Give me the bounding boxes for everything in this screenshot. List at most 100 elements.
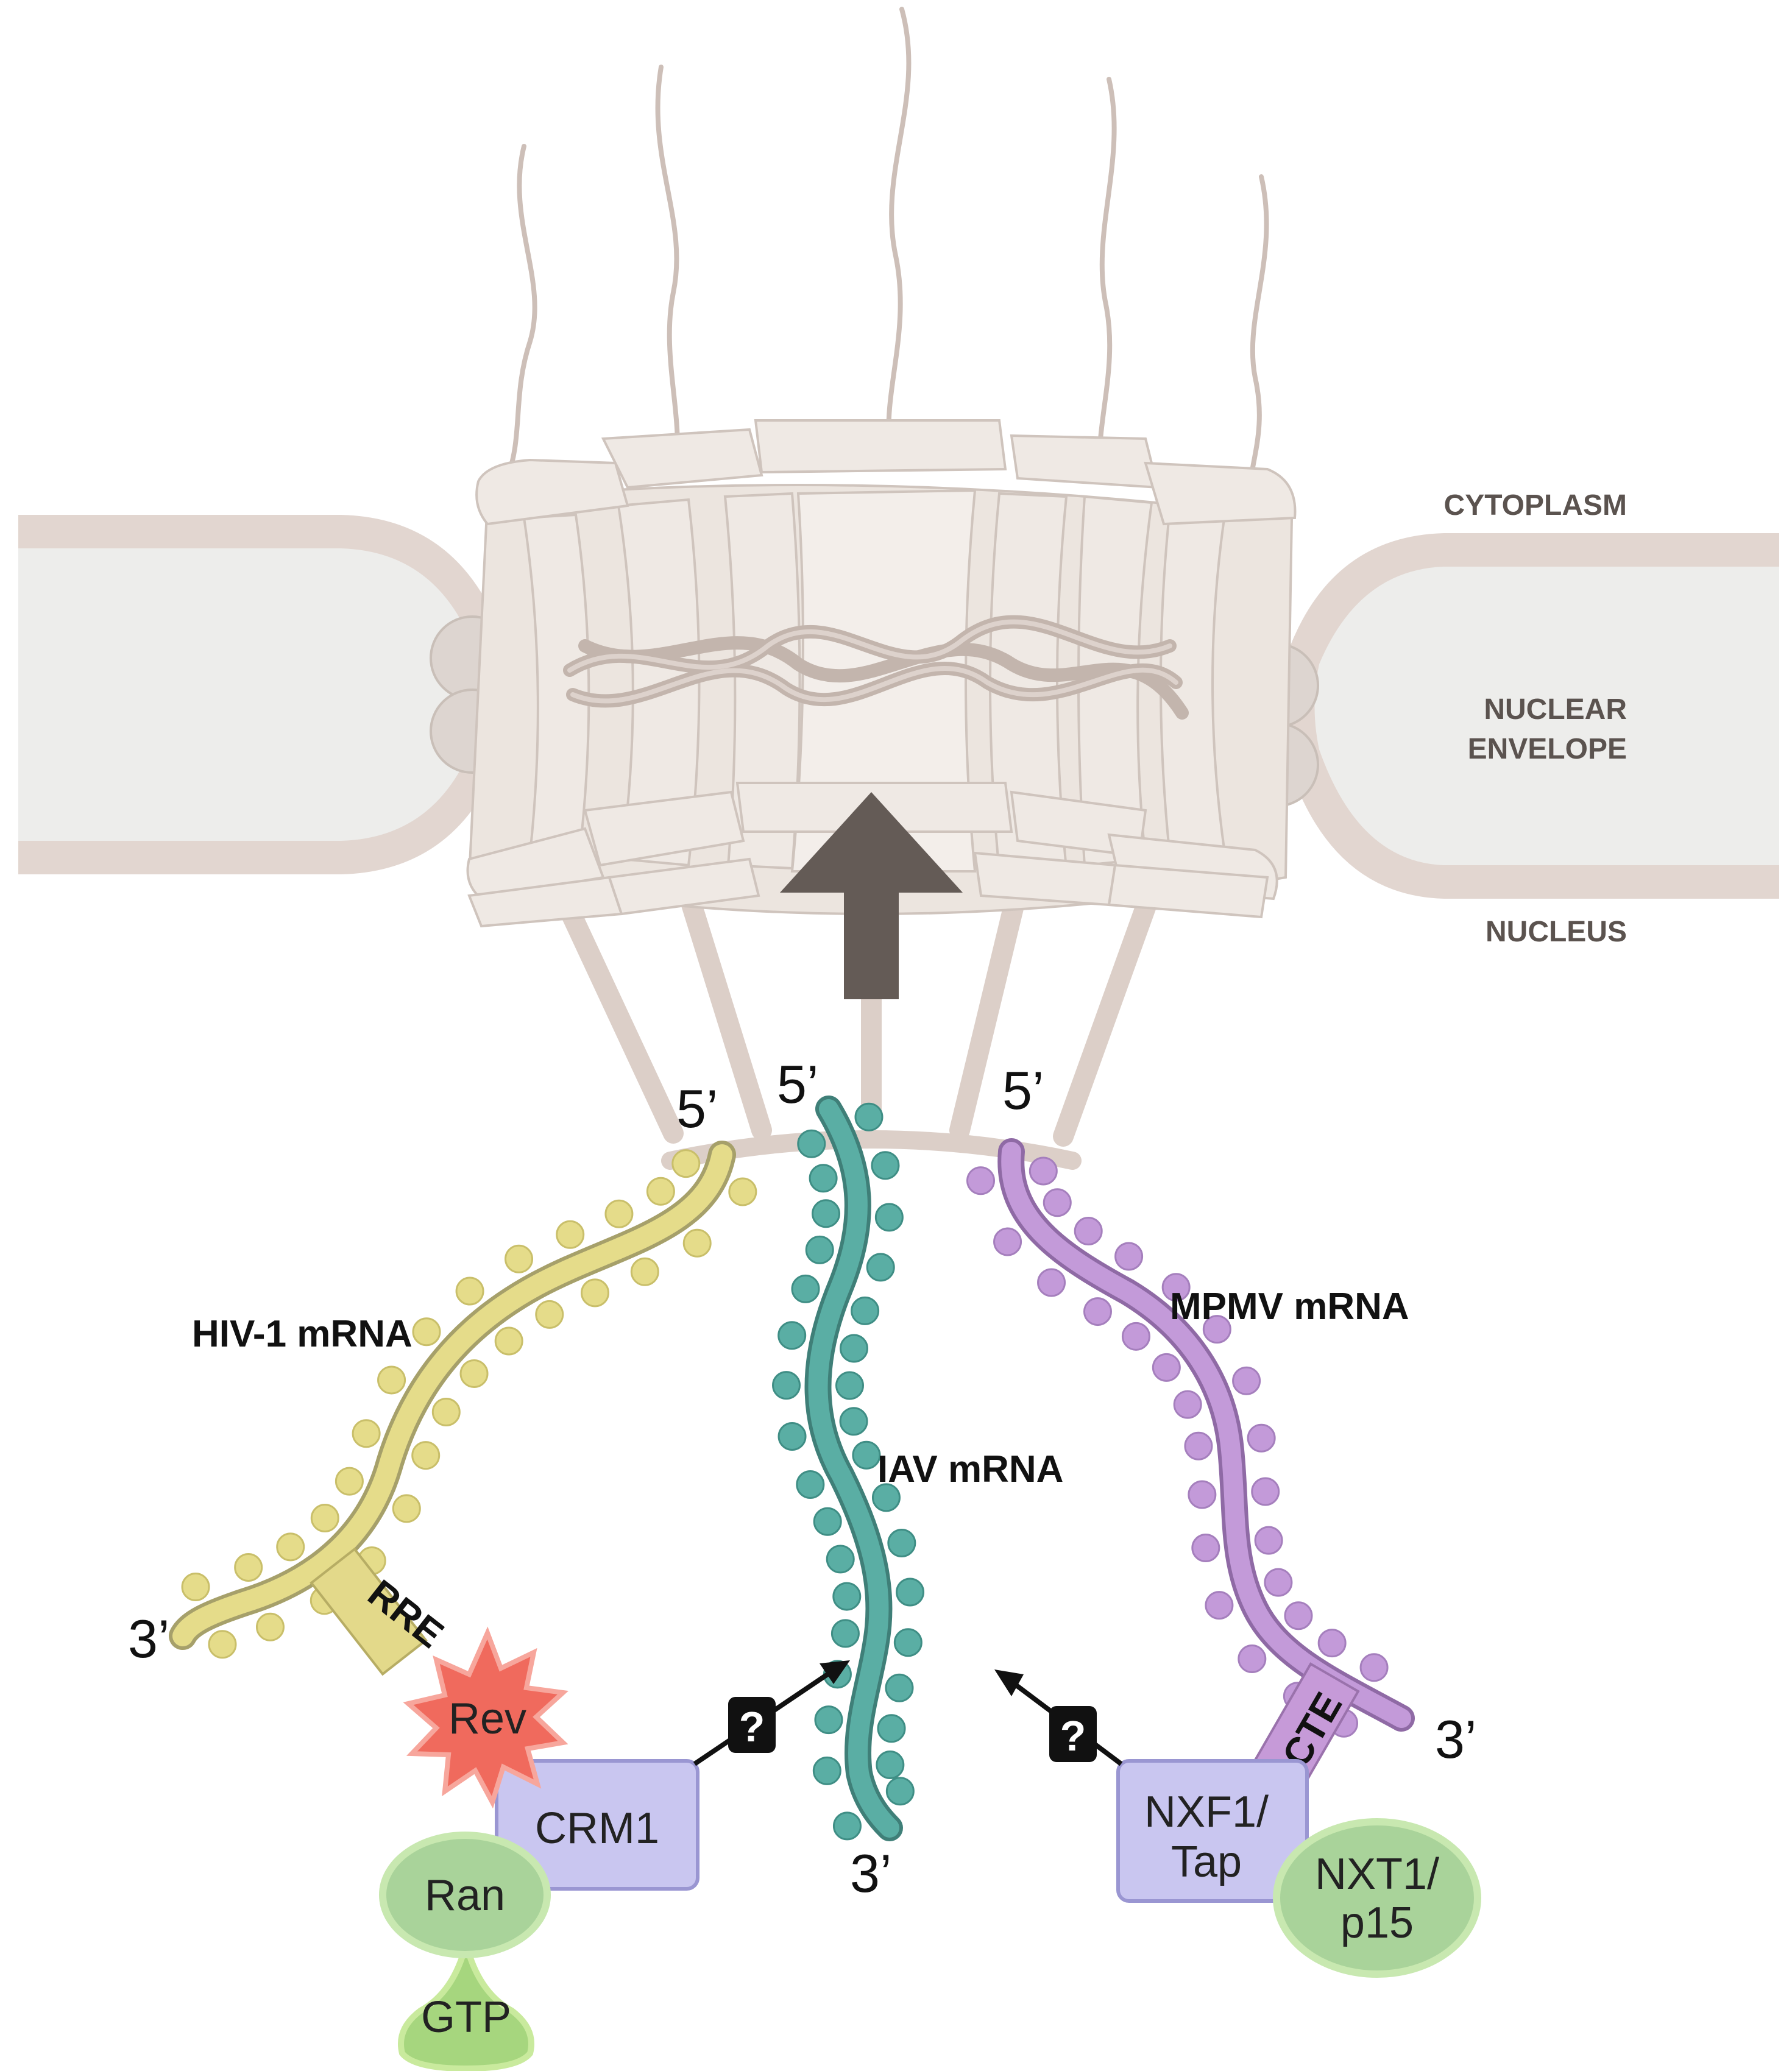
protein-bead [604, 1199, 634, 1228]
protein-bead [411, 1441, 441, 1470]
right-arrowhead [994, 1669, 1024, 1696]
crm1-box [495, 1759, 699, 1891]
protein-bead [777, 1321, 807, 1350]
protein-bead [835, 1371, 865, 1400]
ran-gtp-link [454, 1928, 478, 1950]
protein-bead [993, 1227, 1022, 1256]
protein-bead [852, 1440, 881, 1470]
protein-bead [854, 1102, 884, 1131]
protein-bead [1074, 1216, 1103, 1245]
protein-bead [646, 1177, 675, 1206]
mpmv-mrna: CTE [997, 1138, 1415, 1799]
protein-bead [832, 1811, 862, 1841]
protein-bead [682, 1228, 712, 1258]
protein-bead [208, 1630, 237, 1659]
protein-bead [1247, 1423, 1276, 1453]
hiv-five-prime: 5’ [676, 1078, 718, 1139]
protein-bead [310, 1504, 339, 1533]
protein-bead [1037, 1268, 1066, 1297]
protein-bead [1184, 1431, 1213, 1460]
protein-bead [876, 1751, 905, 1780]
protein-bead [276, 1532, 305, 1562]
protein-bead [1083, 1297, 1112, 1326]
protein-bead [1121, 1322, 1150, 1351]
mpmv-five-prime: 5’ [1002, 1060, 1044, 1120]
protein-bead [1205, 1591, 1234, 1620]
protein-bead [885, 1777, 915, 1806]
protein-bead [1264, 1568, 1293, 1597]
protein-bead [1173, 1390, 1202, 1419]
crm1-complex: CRM1 Rev GTP Ran ? [379, 1626, 850, 2071]
right-question-box [1049, 1706, 1097, 1762]
protein-bead [1232, 1366, 1261, 1395]
protein-bead [728, 1177, 757, 1206]
protein-bead [830, 1619, 860, 1648]
protein-bead [813, 1507, 842, 1536]
protein-bead [431, 1398, 461, 1427]
protein-bead [392, 1494, 421, 1523]
protein-bead [1284, 1601, 1313, 1630]
protein-bead [1114, 1242, 1144, 1271]
hiv-mrna-label: HIV-1 mRNA [192, 1313, 413, 1355]
cytoplasmic-filaments [503, 7, 1269, 502]
protein-bead [1191, 1533, 1220, 1562]
protein-bead [851, 1296, 880, 1325]
protein-bead [814, 1705, 843, 1735]
protein-bead [1359, 1653, 1389, 1682]
hiv-mrna: RRE [169, 1141, 736, 1676]
envelope-label-line2: ENVELOPE [1468, 733, 1627, 765]
protein-bead [809, 1164, 838, 1193]
protein-bead [1251, 1477, 1280, 1506]
protein-bead [1254, 1526, 1283, 1555]
protein-bead [1188, 1480, 1217, 1509]
hiv-three-prime: 3’ [128, 1609, 170, 1669]
protein-bead [839, 1334, 868, 1363]
envelope-right-lumen [1314, 567, 1779, 865]
protein-bead [866, 1253, 895, 1282]
protein-bead [671, 1149, 701, 1178]
protein-bead [826, 1545, 855, 1574]
protein-bead [832, 1582, 862, 1611]
protein-bead [966, 1166, 996, 1195]
protein-bead [494, 1326, 523, 1356]
rev-starburst [403, 1626, 569, 1809]
protein-bead [874, 1203, 904, 1232]
protein-bead [581, 1278, 610, 1308]
protein-bead [1317, 1629, 1347, 1658]
envelope-left-lumen [18, 548, 480, 841]
protein-bead [459, 1359, 489, 1388]
mrna-beads [181, 1102, 1389, 1841]
envelope-label-line1: NUCLEAR [1484, 693, 1627, 726]
protein-bead [630, 1257, 659, 1286]
protein-bead [885, 1673, 914, 1702]
protein-bead [777, 1422, 807, 1451]
protein-bead [805, 1235, 834, 1264]
nxf1-label-line2: Tap [1171, 1838, 1242, 1886]
protein-bead [812, 1756, 841, 1785]
protein-bead [796, 1470, 825, 1499]
right-question-mark: ? [1060, 1712, 1086, 1760]
cytoplasm-label: CYTOPLASM [1444, 489, 1627, 522]
protein-bead [893, 1628, 923, 1657]
protein-bead [335, 1467, 364, 1496]
protein-bead [1152, 1353, 1181, 1382]
protein-bead [535, 1300, 564, 1329]
nxf1-complex: NXF1/ Tap NXT1/ p15 ? [994, 1669, 1481, 1978]
left-arrowhead [820, 1660, 850, 1684]
rev-label: Rev [448, 1694, 526, 1743]
nxt1-oval [1273, 1818, 1481, 1978]
protein-bead [255, 1612, 285, 1641]
protein-bead [234, 1553, 263, 1582]
nucleus-label: NUCLEUS [1486, 916, 1627, 948]
gtp-drop [398, 1942, 534, 2071]
protein-bead [377, 1365, 406, 1395]
nxf1-label-line1: NXF1/ [1144, 1788, 1269, 1836]
protein-bead [871, 1483, 901, 1512]
nxt1-label-line2: p15 [1340, 1899, 1414, 1947]
iav-mrna-label: IAV mRNA [877, 1448, 1063, 1490]
protein-bead [1161, 1273, 1191, 1302]
protein-bead [181, 1573, 210, 1602]
mpmv-mrna-label: MPMV mRNA [1170, 1286, 1409, 1328]
protein-bead [871, 1151, 900, 1180]
